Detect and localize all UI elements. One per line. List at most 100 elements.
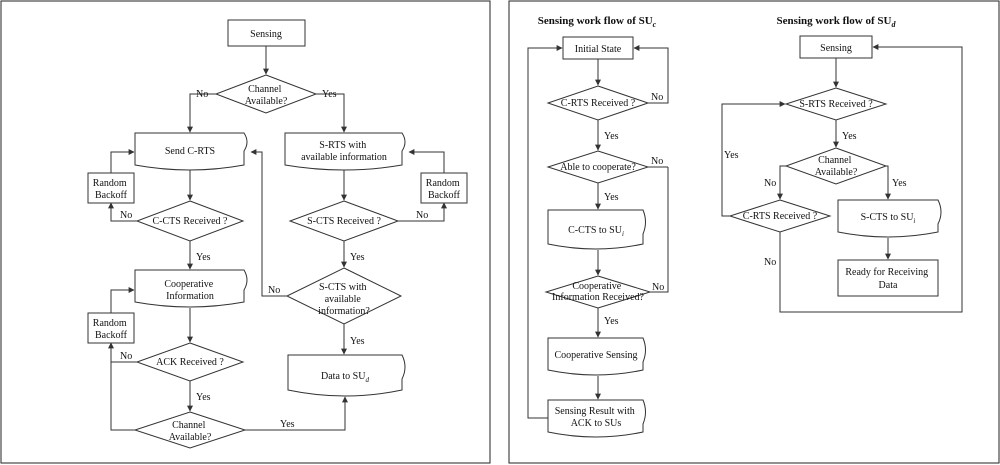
left-channel-available-2-line-1: Channel	[172, 420, 206, 431]
suc-sensing-result-line-2: ACK to SUs	[571, 418, 622, 429]
sud-sensing-text: Sensing	[820, 43, 852, 54]
left-edge-channel-no	[187, 93, 216, 133]
sud-ready-text: Ready for Receiving Data	[845, 267, 930, 291]
left-edge-backoff3-coop	[110, 287, 135, 313]
sud-srts-received-line-1: S-RTS Received ?	[799, 99, 873, 110]
suc-cooperative-sensing-text: Cooperative Sensing	[554, 350, 637, 361]
left-channel-available-2-text: Channel Available?	[169, 420, 212, 443]
left-data-to-sud-node	[287, 354, 406, 397]
left-label-yes-1: Yes	[322, 89, 337, 100]
sud-label-yes-1: Yes	[842, 131, 857, 142]
left-channel-available-2-line-2: Available?	[169, 432, 212, 443]
suc-cooperative-sensing-line-1: Cooperative Sensing	[554, 350, 637, 361]
suc-ccts-to-sui-node	[547, 209, 646, 250]
left-cooperative-information-node	[134, 269, 248, 308]
left-random-backoff-3-text: Random Backoff	[93, 318, 129, 341]
left-srts-text: S-RTS with available information	[301, 140, 387, 163]
left-srts-line-2: available information	[301, 152, 387, 163]
sud-scts-to-sui-subscript: i	[913, 217, 915, 225]
left-cooperative-information-line-1: Cooperative	[164, 279, 213, 290]
left-channel-available-text: Channel Available?	[245, 84, 288, 107]
suc-coop-info-received-line-2: Information Received?	[552, 292, 644, 303]
left-ack-received-text: ACK Received ?	[156, 357, 224, 368]
left-send-crts-text: Send C-RTS	[165, 146, 215, 157]
suc-label-no-3: No	[652, 282, 664, 293]
left-edge-scts-with-no	[250, 149, 287, 297]
suc-label-yes-3: Yes	[604, 316, 619, 327]
left-label-yes-6: Yes	[280, 419, 295, 430]
sud-channel-available-line-1: Channel	[818, 155, 852, 166]
left-channel-available-line-1: Channel	[248, 84, 282, 95]
left-random-backoff-2-text: Random Backoff	[426, 178, 462, 201]
left-scts-with-info-line-2: available	[325, 294, 362, 305]
sud-crts-received-text: C-RTS Received ?	[743, 211, 818, 222]
sud-label-no-1: No	[764, 178, 776, 189]
left-label-yes-2: Yes	[196, 252, 211, 263]
left-label-no-5: No	[120, 351, 132, 362]
sud-edge-channel-yes	[885, 165, 891, 200]
left-channel-available-line-2: Available?	[245, 96, 288, 107]
suc-sensing-result-node	[547, 399, 646, 438]
sud-crts-received-line-1: C-RTS Received ?	[743, 211, 818, 222]
suc-title-main: Sensing work flow of SU	[538, 15, 653, 27]
suc-edge-result-loop	[527, 45, 563, 419]
suc-coop-info-received-text: Cooperative Information Received?	[552, 281, 644, 303]
left-label-yes-5: Yes	[196, 392, 211, 403]
left-edge-ccts-no	[108, 202, 137, 222]
left-scts-with-info-text: S-CTS with available information?	[318, 282, 370, 317]
left-random-backoff-1-text: Random Backoff	[93, 178, 129, 201]
right-suc-flowchart: Sensing work flow of SUc Initial State C…	[527, 15, 669, 438]
left-random-backoff-3-line-1: Random	[93, 318, 127, 329]
suc-cooperative-sensing-node	[547, 337, 646, 376]
left-send-crts-node	[134, 132, 248, 171]
sud-ready-node	[837, 259, 939, 297]
left-random-backoff-1-line-2: Backoff	[95, 190, 128, 201]
left-scts-with-info-line-1: S-CTS with	[319, 282, 367, 293]
sud-title: Sensing work flow of SUd	[777, 15, 897, 29]
left-data-to-sud-main: Data to SU	[321, 371, 366, 382]
left-label-yes-3: Yes	[350, 252, 365, 263]
suc-title-subscript: c	[653, 20, 657, 29]
suc-label-no-2: No	[651, 156, 663, 167]
left-random-backoff-2-line-2: Backoff	[428, 190, 461, 201]
sud-channel-available-decision	[784, 147, 888, 185]
sud-ready-line-2: Data	[879, 280, 898, 291]
sud-edge-crts-no-loop	[779, 44, 963, 313]
left-data-to-sud-subscript: d	[365, 376, 369, 384]
left-data-to-sud-text: Data to SUd	[321, 371, 369, 384]
left-flowchart: Sensing Channel Available? Send C-RTS S-…	[87, 19, 468, 449]
left-label-no-1: No	[196, 89, 208, 100]
sud-label-no-2: No	[764, 257, 776, 268]
left-sensing-text: Sensing	[250, 29, 282, 40]
left-edge-channel-yes	[316, 93, 347, 133]
sud-title-main: Sensing work flow of SU	[777, 15, 892, 27]
sud-scts-to-sui-text: S-CTS to SUi	[861, 212, 916, 225]
sud-channel-available-line-2: Available?	[815, 167, 858, 178]
suc-initial-state-line-1: Initial State	[575, 44, 622, 55]
suc-initial-state-text: Initial State	[575, 44, 622, 55]
right-sud-flowchart: Sensing work flow of SUd Sensing S-RTS R…	[721, 15, 963, 313]
suc-label-no-1: No	[651, 92, 663, 103]
suc-crts-received-line-1: C-RTS Received ?	[561, 98, 636, 109]
left-edge-scts-no	[398, 202, 447, 222]
sud-channel-available-text: Channel Available?	[815, 155, 858, 178]
sud-title-subscript: d	[891, 20, 896, 29]
left-label-no-3: No	[416, 210, 428, 221]
sud-label-yes-2: Yes	[892, 178, 907, 189]
left-ccts-received-text: C-CTS Received ?	[153, 216, 229, 227]
suc-able-to-cooperate-text: Able to cooperate?	[560, 162, 636, 173]
sud-label-yes-3: Yes	[724, 150, 739, 161]
left-scts-received-line-1: S-CTS Received ?	[307, 216, 381, 227]
left-random-backoff-1-line-1: Random	[93, 178, 127, 189]
sud-edge-channel-no	[777, 165, 786, 200]
left-scts-with-info-line-3: information?	[318, 306, 370, 317]
left-random-backoff-2	[420, 172, 468, 204]
suc-able-to-cooperate-line-1: Able to cooperate?	[560, 162, 636, 173]
left-scts-received-text: S-CTS Received ?	[307, 216, 381, 227]
left-panel-frame	[0, 0, 491, 464]
suc-title: Sensing work flow of SUc	[538, 15, 657, 29]
left-srts-node	[284, 132, 406, 171]
sud-scts-to-sui-node	[837, 199, 942, 238]
left-srts-line-1: S-RTS with	[319, 140, 366, 151]
